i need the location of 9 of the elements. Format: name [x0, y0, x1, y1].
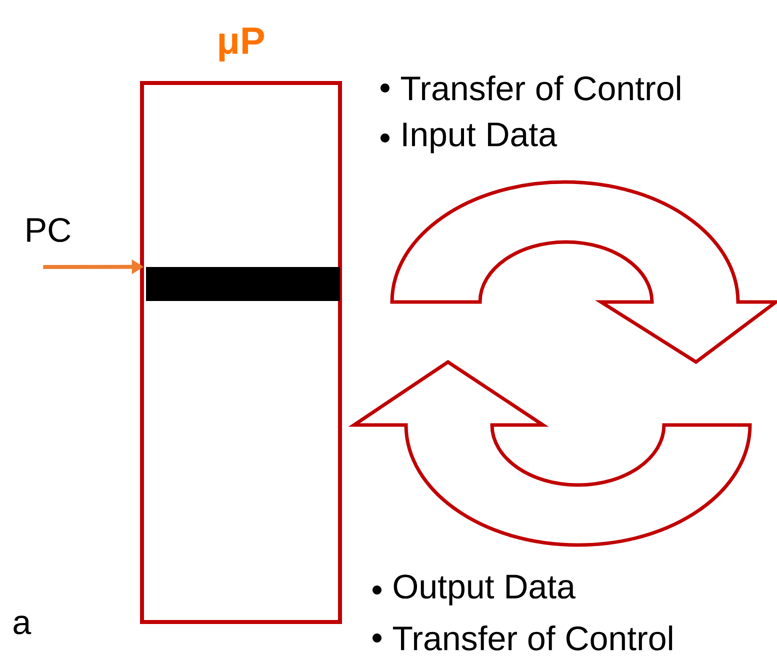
node-label: μP	[219, 28, 264, 62]
bullet-item: Output Data	[394, 574, 576, 606]
bullet-item: Input Data	[403, 122, 558, 154]
bullet-item: Transfer of Control	[400, 76, 680, 100]
register-label: PC	[27, 218, 70, 242]
pointer-bar	[146, 267, 340, 301]
bullet-item: Transfer of Control	[392, 626, 672, 650]
panel-letter: a	[14, 616, 32, 634]
processor-box: μP	[140, 28, 342, 624]
